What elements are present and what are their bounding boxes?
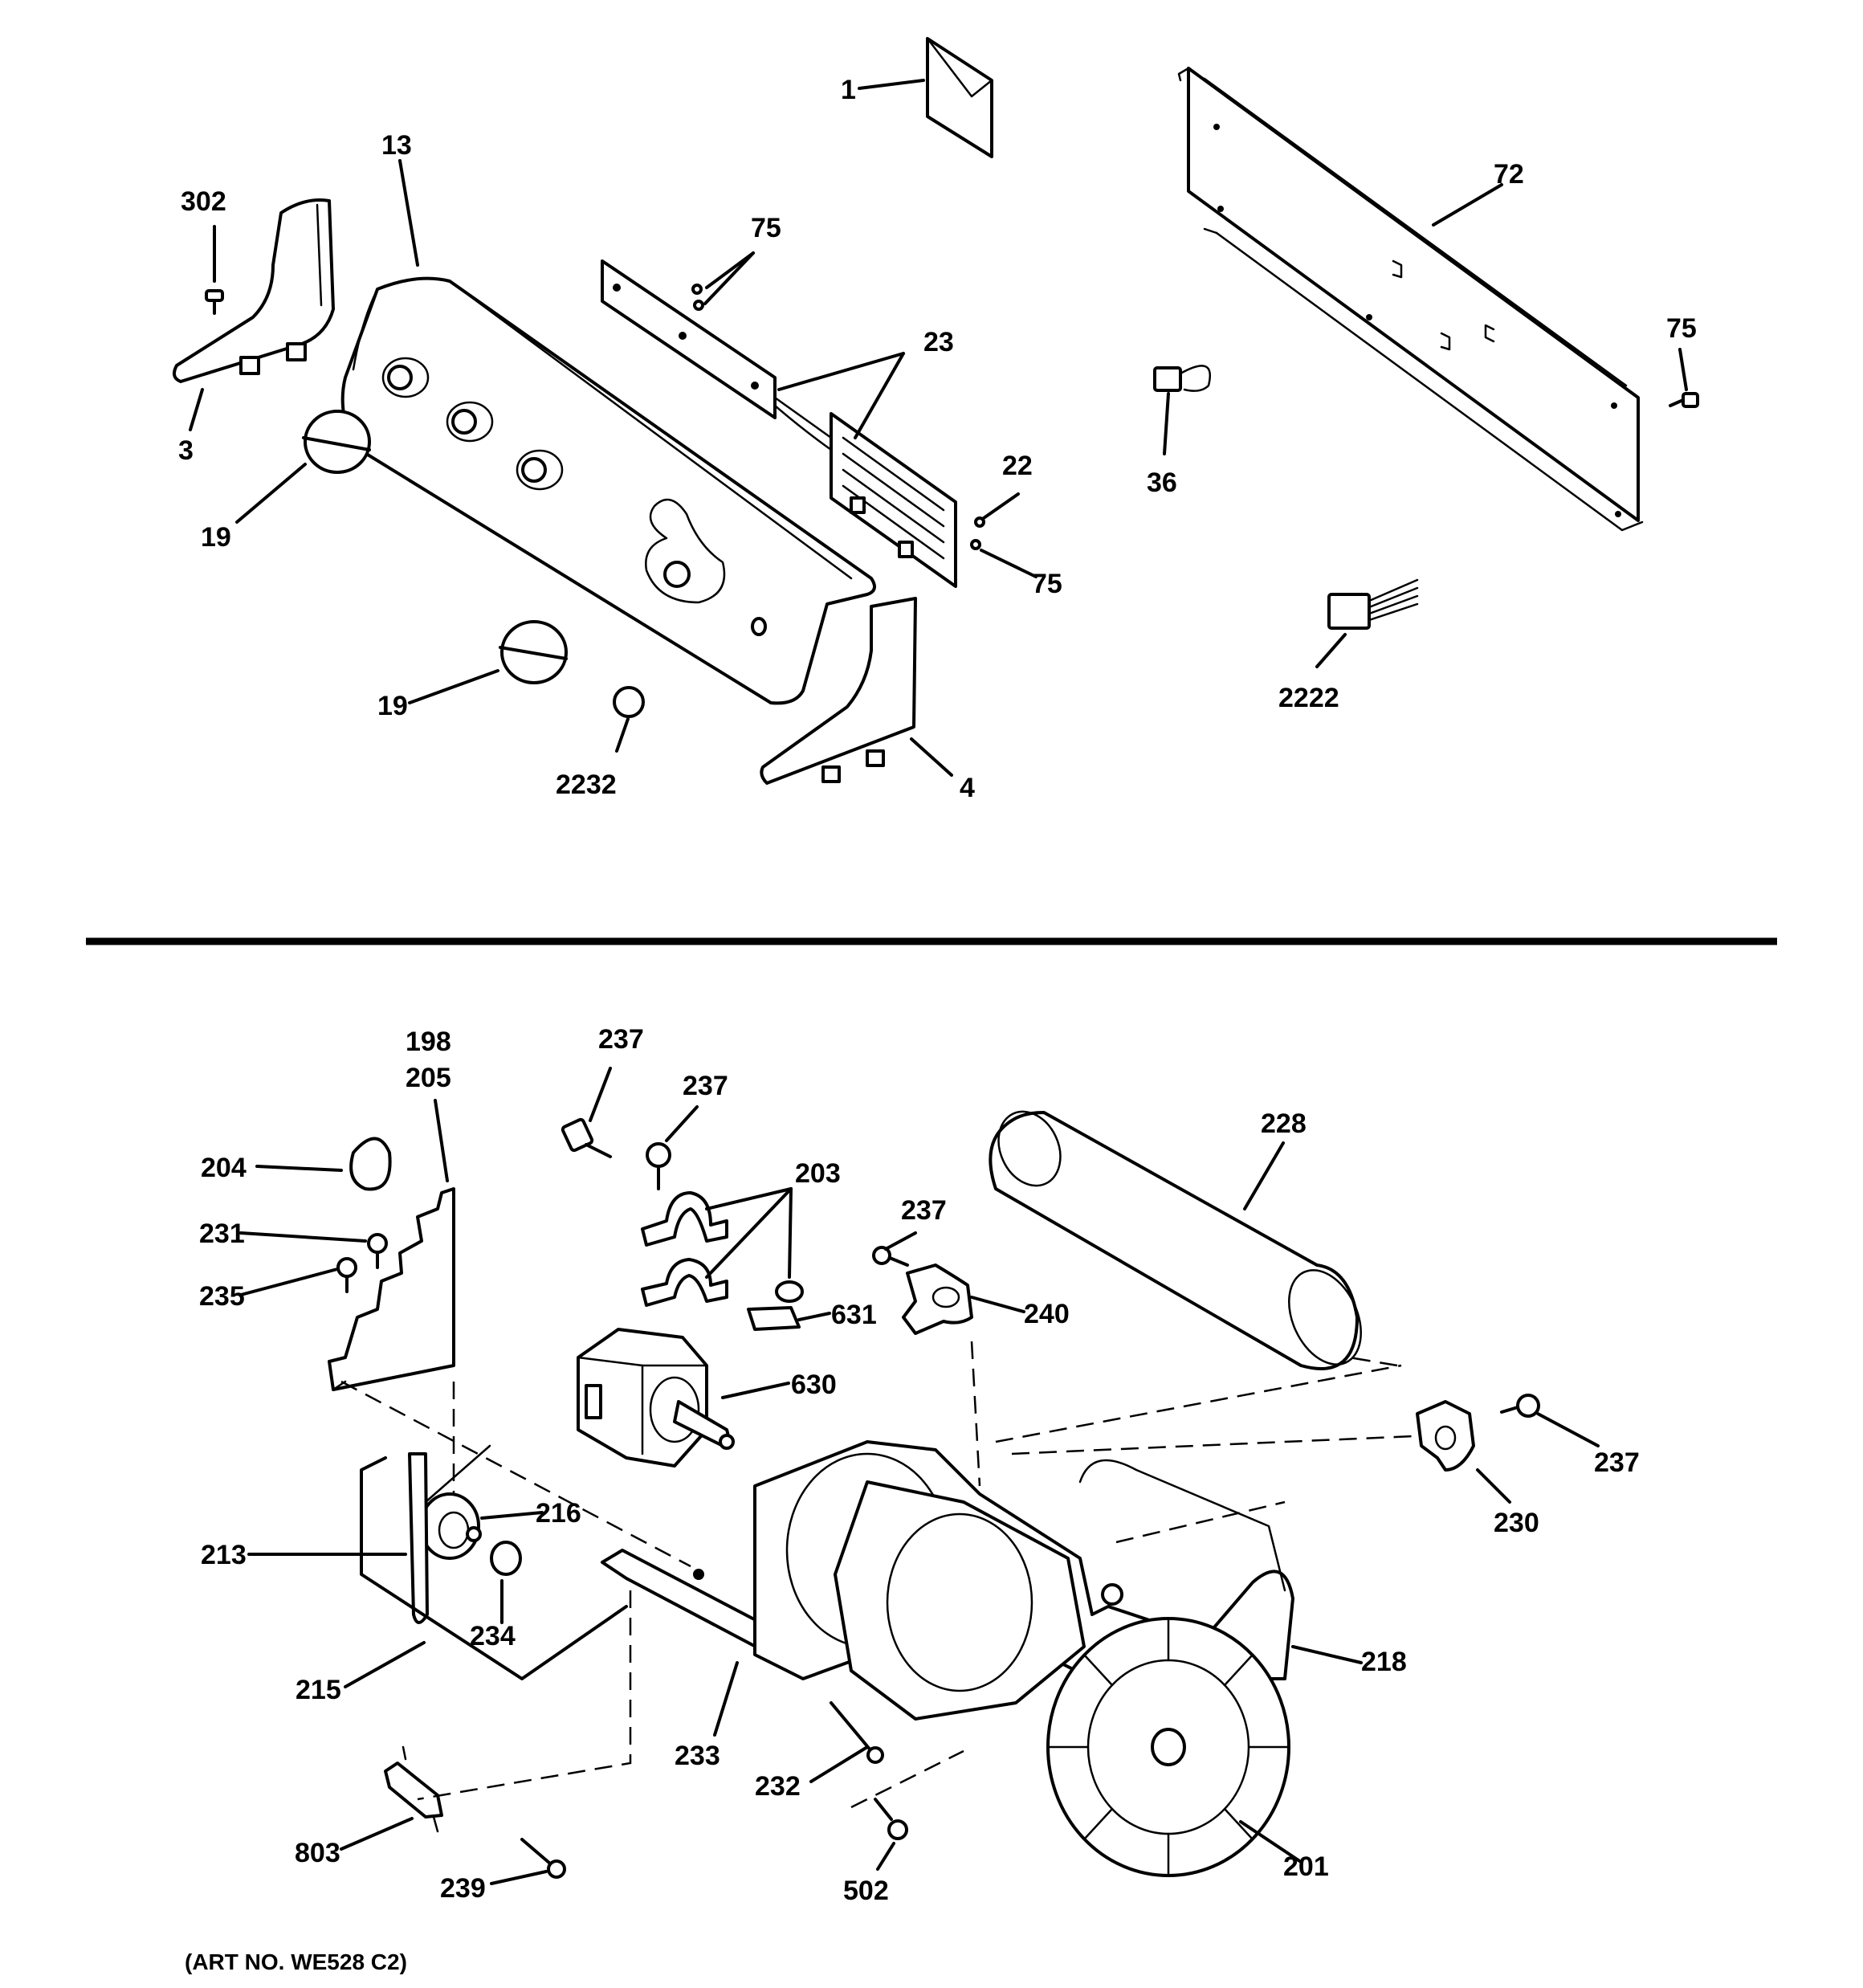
clip-204-drawing [349,1137,392,1191]
label-204: 204 [201,1153,247,1183]
upper-labels: 1 72 13 302 75 23 75 3 36 22 19 75 19 22… [178,75,1697,803]
thermostat-230-drawing [1416,1400,1475,1472]
label-237-a: 237 [598,1024,644,1055]
switch-803-drawing [384,1745,443,1833]
label-22: 22 [1002,451,1033,481]
label-232: 232 [755,1771,801,1802]
screws-231-235-drawing [336,1233,388,1293]
lower-leader-lines [239,1067,1600,1885]
control-board-drawing [601,259,957,588]
right-end-cap-drawing [760,597,917,785]
label-240: 240 [1024,1299,1070,1329]
thermostat-240-drawing [902,1263,973,1335]
label-1: 1 [841,75,856,105]
label-237-b: 237 [683,1071,728,1101]
label-23: 23 [923,327,954,357]
label-213: 213 [201,1540,247,1570]
cap-2232-drawing [613,686,645,718]
label-630: 630 [791,1370,837,1400]
label-19-upper: 19 [201,522,231,553]
label-228: 228 [1261,1108,1307,1139]
label-631: 631 [831,1300,877,1330]
blower-wheel-201-drawing [1046,1617,1290,1877]
label-234: 234 [470,1621,516,1651]
assembly-dashed-lines [340,1341,1414,1809]
knob-upper-drawing [302,410,371,474]
label-75-top: 75 [751,213,781,243]
label-2222: 2222 [1278,683,1339,713]
module-631-drawing [747,1306,801,1331]
label-205: 205 [406,1063,451,1093]
label-231: 231 [199,1219,245,1249]
label-13: 13 [381,130,412,161]
screws-75-drawing [691,284,1699,550]
spring-rod-215-drawing [360,1456,628,1680]
left-end-cap-drawing [172,198,335,383]
label-3: 3 [178,435,194,466]
label-237-c: 237 [901,1195,947,1226]
clamps-203-drawing [641,1191,804,1307]
label-216: 216 [536,1498,581,1529]
knob-lower-drawing [499,620,568,684]
lower-labels: 237 198 205 237 228 204 203 237 231 235 … [199,1024,1640,1906]
screw-302-drawing [205,289,224,315]
control-console-drawing [340,276,876,705]
label-4: 4 [960,773,975,803]
connector-36-drawing [1153,365,1211,392]
label-75-lower: 75 [1032,569,1062,599]
label-36: 36 [1147,467,1177,498]
back-panel-drawing [1177,67,1644,532]
label-201: 201 [1283,1851,1329,1882]
label-72: 72 [1494,159,1524,190]
idler-pulley-drawing [419,1492,522,1576]
label-2232: 2232 [556,769,617,800]
motor-630-drawing [577,1328,735,1468]
label-237-d: 237 [1594,1447,1640,1478]
label-235: 235 [199,1281,245,1312]
art-number-caption: (ART NO. WE528 C2) [185,1949,407,1974]
label-803: 803 [295,1838,340,1868]
label-502: 502 [843,1876,889,1906]
label-215: 215 [296,1675,341,1705]
label-230: 230 [1494,1508,1539,1538]
label-19-lower: 19 [377,691,408,721]
label-198: 198 [406,1027,451,1057]
upper-leader-lines [189,79,1688,777]
label-239: 239 [440,1873,486,1904]
harness-plug-drawing [1327,578,1419,630]
instruction-sheet-drawing [926,37,993,158]
belt-213-drawing [408,1444,491,1624]
label-75-right: 75 [1666,313,1697,344]
screws-lower-drawing [520,1701,908,1879]
label-203: 203 [795,1158,841,1189]
label-302: 302 [181,186,226,217]
label-218: 218 [1361,1647,1407,1677]
duct-228-drawing [989,1110,1362,1370]
label-233: 233 [675,1741,720,1771]
screws-237-drawing [561,1117,1540,1418]
